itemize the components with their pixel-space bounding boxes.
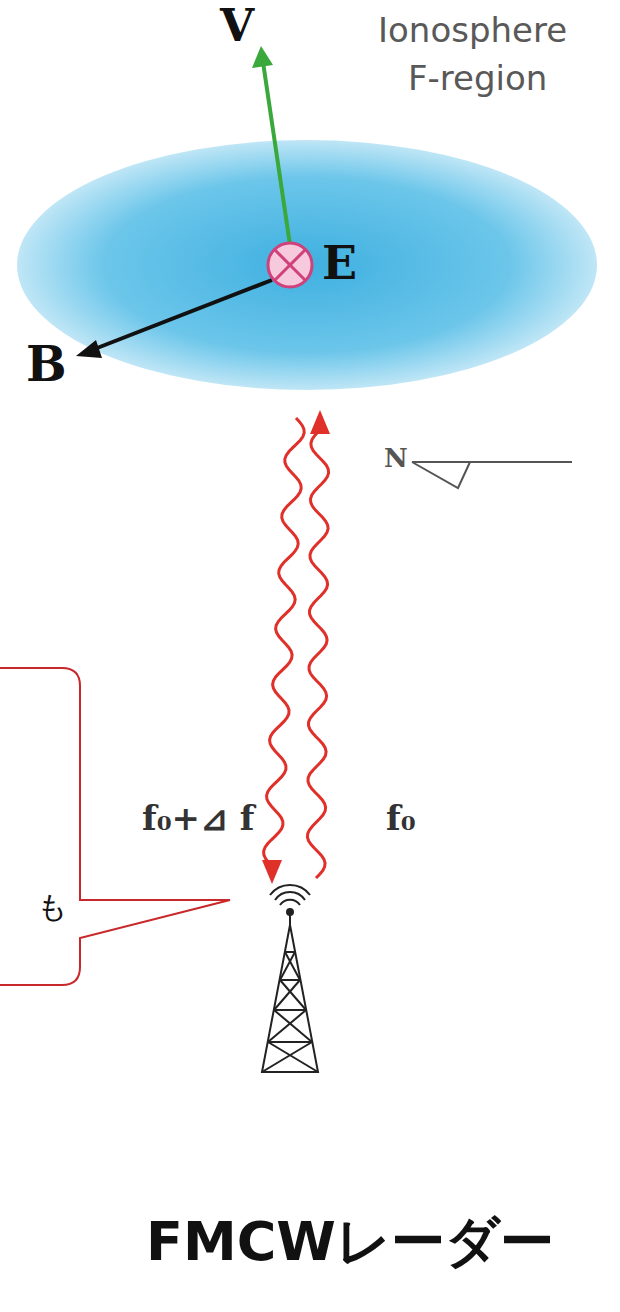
callout-text: も — [37, 890, 68, 923]
transmitted-wave — [264, 418, 305, 862]
callout-bubble: も — [0, 668, 80, 985]
ionosphere-region — [17, 140, 597, 390]
diagram-title: FMCWレーダー — [146, 1212, 554, 1271]
field-label: B — [26, 338, 67, 391]
antenna-tower — [262, 885, 318, 1072]
region-label: Ionosphere — [378, 12, 567, 49]
velocity-label: V — [220, 2, 254, 50]
wave-arrowhead — [262, 860, 282, 884]
returned-wave — [307, 432, 328, 878]
magnetic-field-arrow — [76, 280, 272, 358]
frequency-label: f₀+⊿ f — [142, 800, 254, 837]
north-barb-symbol — [412, 462, 572, 488]
velocity-arrow — [252, 46, 290, 245]
region-label: F-region — [408, 60, 547, 97]
callout-outline — [0, 668, 80, 985]
frequency-label: f₀ — [386, 800, 416, 837]
north-label: N — [384, 444, 408, 473]
wave-arrowhead — [310, 410, 330, 434]
field-label: E — [322, 238, 357, 289]
electric-field-symbol — [268, 243, 312, 287]
